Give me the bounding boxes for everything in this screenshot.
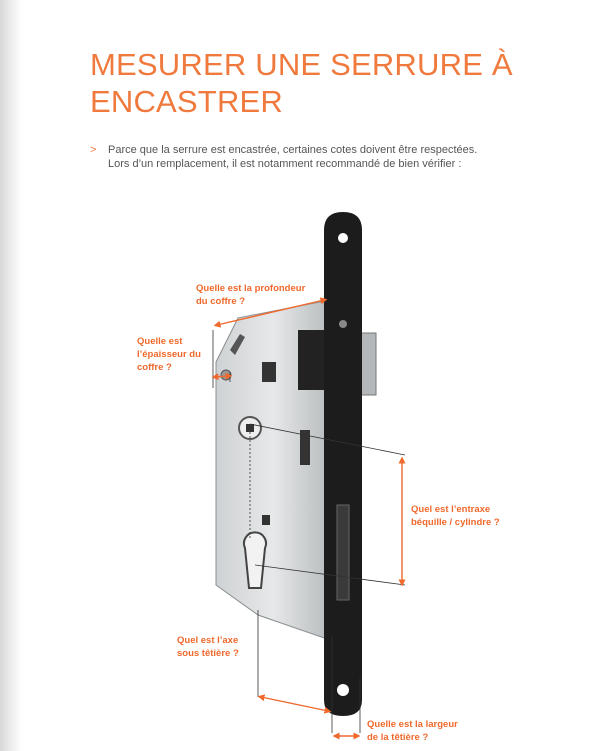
label-line: Quel est l’axe bbox=[177, 635, 239, 646]
page-title: MESURER UNE SERRURE À ENCASTRER bbox=[90, 47, 513, 119]
label-line: Quelle est la profondeur bbox=[196, 283, 306, 294]
intro-line-2: Lors d’un remplacement, il est notamment… bbox=[108, 158, 462, 170]
dimension-lines bbox=[212, 330, 406, 733]
page-edge-shadow bbox=[0, 0, 22, 751]
bullet-chevron-icon: > bbox=[90, 144, 97, 156]
label-line: du coffre ? bbox=[196, 296, 246, 307]
label-line: de la têtière ? bbox=[367, 732, 429, 743]
label-line: Quel est l’entraxe bbox=[411, 504, 491, 515]
label-line: l’épaisseur du bbox=[137, 349, 201, 360]
intro-text: > Parce que la serrure est encastrée, ce… bbox=[90, 143, 477, 171]
label-line: sous têtière ? bbox=[177, 648, 239, 659]
intro-line-1: Parce que la serrure est encastrée, cert… bbox=[108, 144, 478, 156]
label-line: Quelle est la largeur bbox=[367, 719, 458, 730]
lock-faceplate bbox=[324, 212, 362, 716]
label-line: béquille / cylindre ? bbox=[411, 517, 500, 528]
label-line: Quelle est bbox=[137, 336, 183, 347]
label-line: coffre ? bbox=[137, 362, 172, 373]
dimension-arrows bbox=[211, 297, 406, 740]
label-profondeur-coffre: Quelle est la profondeur du coffre ? bbox=[196, 282, 305, 308]
label-largeur-tetiere: Quelle est la largeur de la têtière ? bbox=[367, 718, 458, 744]
label-epaisseur-coffre: Quelle est l’épaisseur du coffre ? bbox=[137, 335, 201, 374]
label-entraxe: Quel est l’entraxe béquille / cylindre ? bbox=[411, 503, 500, 529]
label-axe-sous-tetiere: Quel est l’axe sous têtière ? bbox=[177, 634, 239, 660]
